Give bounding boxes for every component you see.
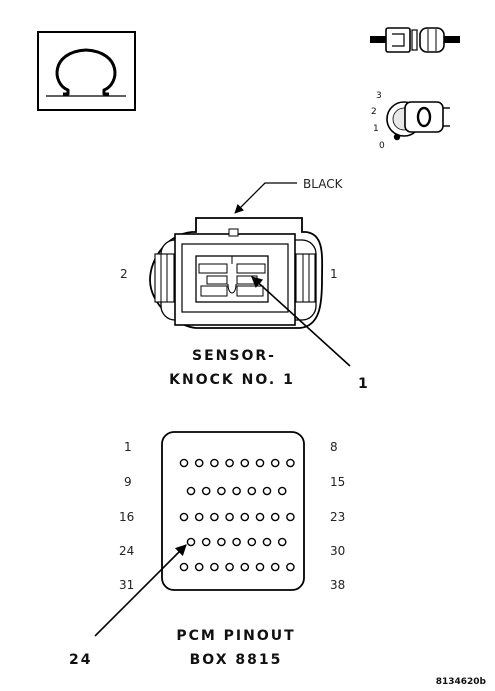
pcm-pin	[179, 562, 189, 572]
pcm-pin	[262, 486, 272, 496]
pcm-pin	[225, 458, 234, 468]
pcm-row-end-labels: 8 15 23 30 38	[330, 440, 345, 592]
wire-color-label: BLACK	[303, 177, 344, 191]
pcm-pin	[247, 537, 257, 547]
pcm-title-line2: BOX 8815	[190, 652, 283, 668]
pcm-pin	[217, 537, 226, 547]
pcm-pin	[225, 512, 234, 522]
pcm-pin	[286, 458, 295, 468]
connector-disconnect-icon	[370, 27, 460, 53]
pcm-pin	[201, 537, 211, 547]
pcm-pin	[240, 512, 250, 522]
pcm-row-end-label: 15	[330, 475, 345, 489]
ignition-position-2: 2	[371, 107, 377, 117]
sensor-title-line1: SENSOR-	[192, 348, 276, 364]
pcm-row-end-label: 30	[330, 544, 345, 558]
pcm-row-start-label: 16	[119, 510, 134, 524]
sensor-title-line2: KNOCK NO. 1	[169, 372, 295, 388]
pcm-pin	[270, 562, 280, 572]
pcm-pin	[186, 537, 196, 547]
pcm-pin	[262, 537, 272, 547]
ignition-key-icon: 3 2 1 0	[371, 91, 450, 151]
pcm-pin	[217, 486, 226, 496]
pcm-row-start-label: 1	[124, 440, 132, 454]
sensor-callout-arrow	[251, 276, 351, 367]
pcm-pin-grid	[179, 458, 295, 572]
pcm-row-start-label: 31	[119, 578, 134, 592]
pcm-pin	[179, 458, 189, 468]
pcm-pin	[255, 458, 265, 468]
pcm-pin	[240, 458, 250, 468]
pcm-pin	[232, 537, 241, 547]
pcm-pin	[194, 458, 204, 468]
sensor-callout-number: 1	[358, 376, 370, 392]
pcm-connector	[161, 431, 305, 591]
sensor-pin-label-2: 2	[120, 267, 128, 281]
pcm-pin	[247, 486, 257, 496]
wire-color-callout: BLACK	[234, 177, 344, 214]
pcm-pin	[270, 512, 280, 522]
pcm-row-start-labels: 1 9 16 24 31	[119, 440, 134, 592]
pcm-row-start-label: 24	[119, 544, 134, 558]
pcm-row-end-label: 23	[330, 510, 345, 524]
pcm-pin	[255, 512, 265, 522]
ohm-icon	[46, 48, 126, 97]
pcm-pin	[194, 512, 204, 522]
pcm-title-line1: PCM PINOUT	[176, 628, 295, 644]
pcm-pin	[277, 537, 287, 547]
pcm-row-end-label: 38	[330, 578, 345, 592]
ignition-position-1: 1	[373, 124, 379, 134]
pcm-pin	[240, 562, 250, 572]
pcm-callout-number: 24	[69, 652, 92, 668]
ohmmeter-symbol	[37, 31, 136, 111]
pcm-pin	[286, 512, 295, 522]
knock-sensor-connector	[149, 217, 324, 329]
pcm-pin	[232, 486, 241, 496]
figure-id: 8134620b	[436, 677, 487, 687]
pcm-pin	[186, 486, 196, 496]
pcm-pin	[225, 562, 234, 572]
pcm-pin	[210, 512, 219, 522]
pcm-pin	[277, 486, 287, 496]
pcm-pin	[194, 562, 204, 572]
pcm-pin	[270, 458, 280, 468]
pcm-pin	[179, 512, 189, 522]
pcm-pin	[255, 562, 265, 572]
pcm-pin	[286, 562, 295, 572]
pcm-pin	[210, 458, 219, 468]
ignition-position-0: 0	[379, 141, 385, 151]
pcm-callout-arrow	[94, 544, 187, 637]
pcm-pin	[201, 486, 211, 496]
pcm-pin	[210, 562, 219, 572]
pcm-row-start-label: 9	[124, 475, 132, 489]
sensor-pin-label-1: 1	[330, 267, 338, 281]
pcm-row-end-label: 8	[330, 440, 338, 454]
ignition-position-3: 3	[376, 91, 382, 101]
